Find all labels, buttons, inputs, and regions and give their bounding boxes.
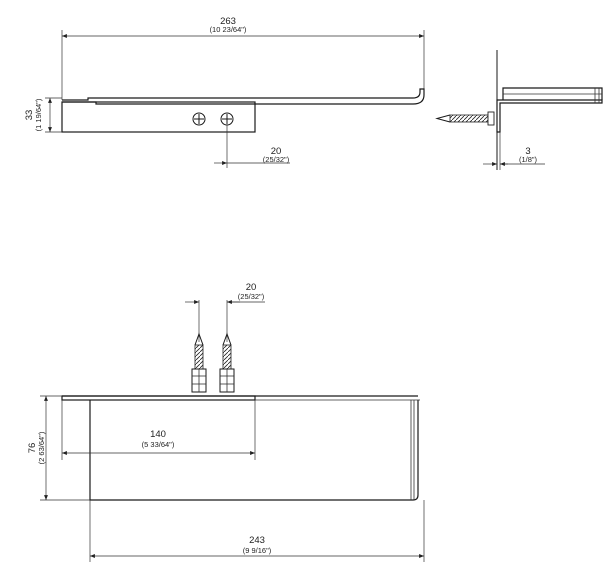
dim-top-overall-imperial: (10 23/64") [210,25,247,34]
dim-plan-offset-value: 140 [150,429,166,440]
l-bracket-profile [496,99,603,133]
wall-bracket-block [61,101,256,133]
plan-bracket-strip [61,395,256,401]
dim-plan-spacing-imperial: (25/32") [238,292,265,301]
dim-plan-spacing-value: 20 [246,282,257,293]
wall-screw-icon [435,111,495,126]
wall-anchor-icon [191,332,207,393]
dim-top-overall-value: 263 [220,16,236,27]
screw-head-icon [192,112,206,126]
side-view: 3 (1/8") [435,50,603,170]
dim-plan-offset-imperial: (5 33/64") [142,440,175,449]
plan-shelf-outline [89,400,419,501]
dim-top-spacing-value: 20 [271,146,282,157]
dim-top-height-value: 33 [24,110,35,121]
dim-side-thickness-imperial: (1/8") [519,155,538,164]
wall-anchor-icon [219,332,235,393]
dim-top-height-imperial: (1 19/64") [34,98,43,131]
dim-plan-depth-imperial: (2 63/64") [37,431,46,464]
dim-plan-width-value: 243 [249,535,265,546]
dim-top-spacing-imperial: (25/32") [263,155,290,164]
dim-side-thickness-value: 3 [525,146,530,157]
plan-view: 20 (25/32") 76 [27,282,425,562]
front-elevation-view: 263 (10 23/64") 33 (1 19/64") 20 (25/32"… [24,16,425,168]
dim-plan-depth-value: 76 [27,443,38,454]
screw-head-icon [220,112,234,126]
dim-plan-width-imperial: (9 9/16") [243,546,272,555]
shelf-top-plate [62,88,425,105]
